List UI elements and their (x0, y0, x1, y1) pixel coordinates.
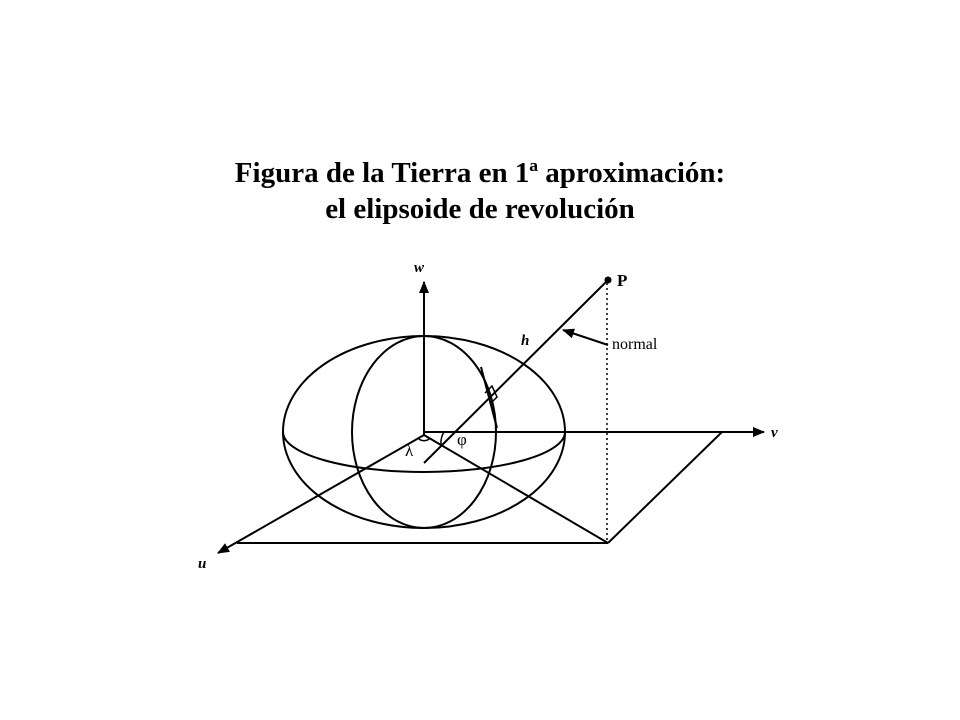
normal-label: normal (612, 336, 658, 353)
longitude-label: λ (405, 441, 414, 460)
u-axis (217, 434, 425, 554)
latitude-arc (440, 431, 445, 445)
tangent-line (480, 366, 498, 429)
title-line-2: el elipsoide de revolución (325, 193, 635, 225)
longitude-arc (417, 437, 431, 442)
diagram-title: Figura de la Tierra en 1ª aproximación: … (0, 155, 960, 227)
title-line-1: Figura de la Tierra en 1ª aproximación: (234, 157, 726, 189)
normal-arrow (562, 328, 609, 346)
normal-line (423, 280, 608, 464)
u-axis-label: u (198, 556, 206, 572)
point-p-label: P (617, 271, 627, 290)
height-label: h (521, 333, 529, 349)
plane-edge-right (607, 431, 723, 544)
latitude-label: φ (457, 430, 467, 449)
w-axis-label: w (414, 260, 425, 276)
equator-arc (282, 431, 566, 473)
projection-line (423, 434, 609, 544)
point-p-marker (604, 276, 612, 284)
v-axis-label: v (771, 425, 778, 441)
right-angle-marker (484, 384, 498, 405)
